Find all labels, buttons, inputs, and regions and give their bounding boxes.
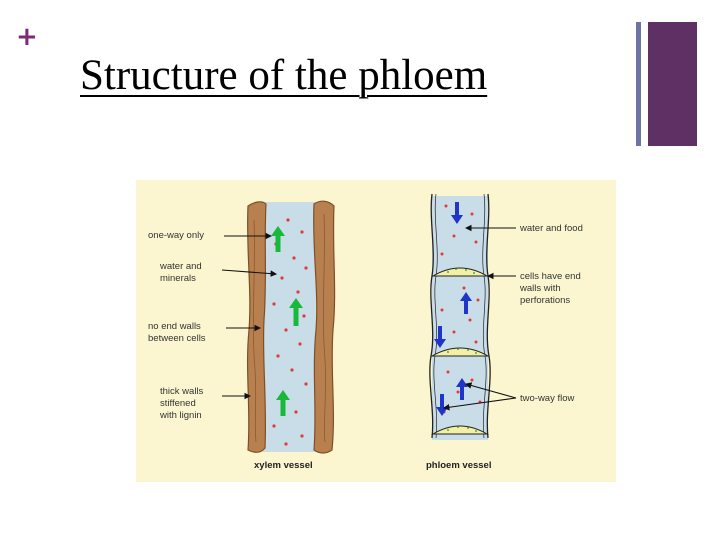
label-water-and-minerals-line2: minerals [160, 273, 196, 284]
accent-bar-thick [648, 22, 697, 146]
label-cells-end-walls-line3: perforations [520, 295, 570, 306]
slide-title: Structure of the phloem [80, 52, 488, 99]
label-no-end-walls-line1: no end walls [148, 321, 201, 332]
arrow-up-icon [271, 226, 285, 252]
label-one-way-only: one-way only [148, 230, 204, 241]
caption-phloem-vessel: phloem vessel [426, 460, 491, 471]
label-two-way-flow: two-way flow [520, 393, 575, 404]
sieve-plates [430, 267, 490, 435]
label-water-and-minerals-line1: water and [159, 261, 202, 272]
arrow-up-icon [289, 298, 303, 326]
xylem-lumen [262, 202, 316, 452]
caption-xylem-vessel: xylem vessel [254, 460, 313, 471]
xylem-left-wall [246, 201, 267, 453]
phloem-particles [440, 204, 482, 414]
diagram-background [136, 180, 616, 482]
xylem-pointer-lines [221, 232, 278, 400]
vessel-diagram-svg: one-way only water and minerals no end w… [136, 180, 616, 482]
xylem-upward-arrows [271, 226, 303, 416]
plus-icon: + [16, 22, 38, 52]
label-thick-walls-line3: with lignin [159, 410, 202, 421]
label-thick-walls-line1: thick walls [160, 386, 204, 397]
phloem-right-wall [486, 193, 491, 439]
label-no-end-walls-line2: between cells [148, 333, 206, 344]
sieve-plate [431, 425, 489, 435]
label-thick-walls-line2: stiffened [160, 398, 196, 409]
xylem-vessel: one-way only water and minerals no end w… [148, 200, 336, 471]
accent-bar-thin [636, 22, 641, 146]
sieve-plate [430, 347, 490, 357]
phloem-vessel: water and food cells have end walls with… [426, 193, 583, 471]
arrow-down-icon [434, 326, 446, 348]
arrow-down-icon [451, 202, 463, 224]
arrow-up-icon [276, 390, 290, 416]
phloem-left-wall [429, 193, 434, 439]
arrow-up-icon [460, 292, 472, 314]
phloem-pointer-lines [442, 224, 517, 411]
label-water-and-food: water and food [519, 223, 583, 234]
label-cells-end-walls-line2: walls with [519, 283, 561, 294]
xylem-right-wall [313, 200, 336, 454]
vessel-diagram: one-way only water and minerals no end w… [136, 180, 616, 482]
label-cells-end-walls-line1: cells have end [520, 271, 581, 282]
